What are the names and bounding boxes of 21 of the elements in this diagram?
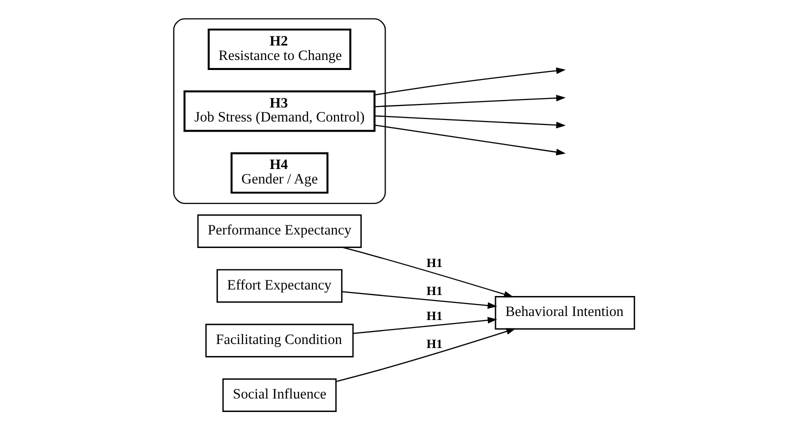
edge-label: H1 — [426, 284, 442, 298]
edge-label: H1 — [426, 256, 442, 270]
arrow — [352, 316, 497, 334]
arrow — [335, 328, 516, 382]
arrow — [341, 291, 497, 309]
edge-label: H1 — [426, 336, 442, 351]
arrow — [342, 246, 513, 298]
node-box: H4 Gender / Age — [230, 152, 328, 194]
node-box: Behavioral Intention — [494, 296, 635, 330]
node-box: Social Influence — [222, 378, 336, 412]
node-box: H2 Resistance to Change — [207, 28, 351, 70]
cluster — [172, 18, 386, 204]
arrow — [374, 115, 566, 128]
node-box: Performance Expectancy — [196, 214, 362, 248]
arrow — [374, 67, 566, 96]
node-box: Facilitating Condition — [204, 324, 354, 358]
edge-label: H1 — [426, 309, 442, 324]
arrow — [374, 124, 566, 156]
node-box: H3 Job Stress (Demand, Control) — [183, 90, 375, 132]
node-box: Effort Expectancy — [216, 269, 342, 303]
arrow — [374, 94, 566, 108]
